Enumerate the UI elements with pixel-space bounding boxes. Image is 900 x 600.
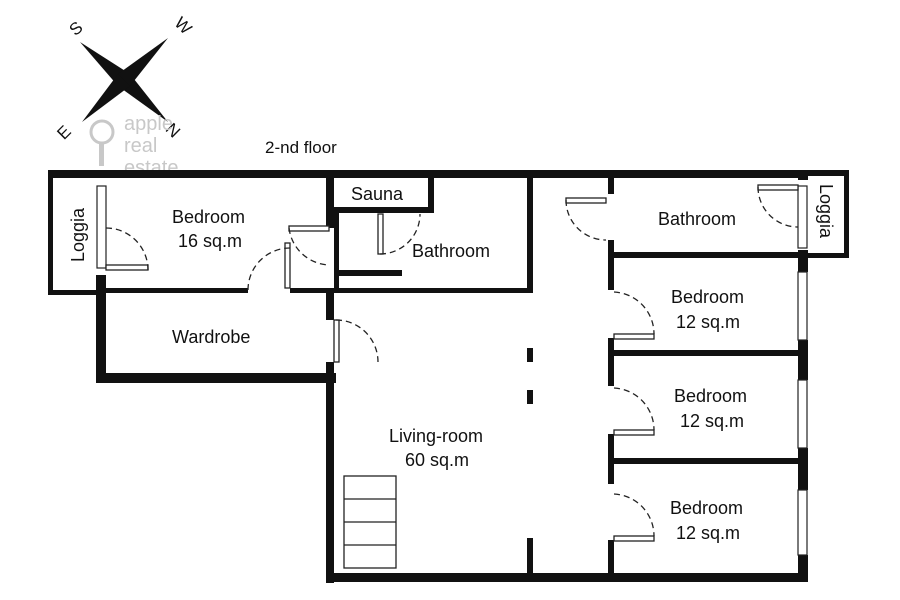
- wall-bedroom-wardrobe-1: [96, 288, 248, 293]
- label-bedroom-3-area: 12 sq.m: [680, 411, 744, 431]
- wall-loggia-left-bottom: [48, 290, 106, 295]
- label-bedroom-main-area: 16 sq.m: [178, 231, 242, 251]
- compass-south-label: S: [66, 18, 87, 40]
- door-bedroom-right-leaf: [288, 225, 330, 232]
- wall-loggia-left-left: [48, 170, 53, 294]
- wall-wardrobe-right: [326, 288, 334, 320]
- door-loggia-left-arc: [105, 227, 149, 271]
- wall-corridor-stub-2: [527, 390, 533, 404]
- wall-sauna-bottom: [334, 207, 434, 213]
- wall-corridor-left: [527, 178, 533, 293]
- wall-left-lower: [96, 275, 106, 383]
- compass-needle-ns-2: [118, 74, 168, 122]
- door-bedroom-3-arc: [613, 387, 655, 431]
- wall-right-rooms-left-2: [608, 240, 614, 290]
- wall-right-2: [798, 250, 808, 272]
- wall-right-divider-2: [608, 350, 808, 356]
- windows: [96, 185, 808, 556]
- wall-right-rooms-left-5: [608, 540, 614, 580]
- room-labels: Loggia Bedroom 16 sq.m Sauna Bathroom Wa…: [68, 184, 836, 543]
- wall-right-rooms-left-3: [608, 338, 614, 386]
- wall-right-1: [798, 170, 808, 180]
- compass-needle-we-2: [82, 74, 130, 122]
- wall-bathroom-center-left: [334, 213, 339, 293]
- wall-right-divider-1: [608, 252, 808, 258]
- stairs: [343, 475, 397, 569]
- label-living-room-area: 60 sq.m: [405, 450, 469, 470]
- door-wardrobe-leaf: [333, 319, 340, 363]
- door-loggia-left-leaf: [105, 264, 149, 271]
- window-bedroom-2: [797, 271, 808, 341]
- wall-living-left: [326, 373, 334, 583]
- wall-sauna-right: [428, 178, 434, 213]
- door-bedroom-3-leaf: [613, 429, 655, 436]
- wall-bottom: [326, 573, 806, 582]
- door-bedroom-2-leaf: [613, 333, 655, 340]
- wall-right-3: [798, 340, 808, 380]
- watermark-line-2: real: [124, 135, 157, 157]
- wall-corridor-stub-1: [527, 348, 533, 362]
- watermark-logo-icon: [89, 119, 115, 145]
- label-bedroom-4-name: Bedroom: [670, 498, 743, 518]
- label-living-room-name: Living-room: [389, 426, 483, 446]
- wall-bedroom-wardrobe-2: [290, 288, 530, 293]
- watermark-logo-stem: [99, 142, 104, 166]
- door-sauna-arc: [379, 213, 421, 255]
- wall-right-5: [798, 555, 808, 582]
- door-sauna-leaf: [377, 213, 384, 255]
- wall-right-divider-3: [608, 458, 808, 464]
- door-bedroom-4-arc: [613, 493, 655, 537]
- doors: [105, 184, 799, 542]
- door-bedroom-left-leaf: [284, 242, 291, 289]
- wall-top: [48, 170, 808, 178]
- label-wardrobe: Wardrobe: [172, 327, 250, 347]
- wall-loggia-right-right: [844, 170, 849, 258]
- window-bedroom-4: [797, 489, 808, 556]
- watermark: apple real estate: [89, 113, 178, 179]
- compass-needle-we: [118, 38, 168, 86]
- label-bedroom-main-name: Bedroom: [172, 207, 245, 227]
- wall-right-4: [798, 448, 808, 490]
- wall-loggia-right-top: [808, 170, 849, 176]
- label-sauna: Sauna: [351, 184, 404, 204]
- label-bedroom-2-area: 12 sq.m: [676, 312, 740, 332]
- wall-bedroom-left-right: [326, 178, 334, 228]
- door-bathroom-right-leaf: [757, 184, 799, 191]
- floor-title: 2-nd floor: [265, 138, 337, 157]
- door-bedroom-left-arc: [247, 247, 291, 291]
- door-bedroom-4-leaf: [613, 535, 655, 542]
- window-loggia-right: [797, 185, 808, 249]
- compass-west-label: W: [171, 13, 196, 38]
- window-bedroom-3: [797, 379, 808, 449]
- compass-east-label: E: [53, 122, 74, 143]
- wall-wardrobe-right-2: [326, 362, 334, 380]
- door-bedroom-2-arc: [613, 291, 655, 335]
- wall-bathroom-partition: [334, 270, 402, 276]
- walls: [48, 170, 849, 583]
- label-bathroom-right: Bathroom: [658, 209, 736, 229]
- label-loggia-left: Loggia: [68, 207, 88, 262]
- label-bedroom-4-area: 12 sq.m: [676, 523, 740, 543]
- wall-right-rooms-left-1: [608, 178, 614, 194]
- label-loggia-right: Loggia: [816, 184, 836, 239]
- door-wardrobe-arc: [335, 319, 379, 363]
- label-bathroom-center: Bathroom: [412, 241, 490, 261]
- window-loggia-left: [96, 185, 107, 269]
- door-corridor-arc: [565, 199, 607, 241]
- label-bedroom-3-name: Bedroom: [674, 386, 747, 406]
- wall-loggia-right-bottom: [808, 253, 849, 258]
- door-corridor-leaf: [565, 197, 607, 204]
- wall-wardrobe-bottom: [96, 373, 336, 383]
- door-bathroom-right-arc: [757, 186, 799, 228]
- wall-corridor-stub-3: [527, 538, 533, 578]
- label-bedroom-2-name: Bedroom: [671, 287, 744, 307]
- watermark-line-1: apple: [124, 113, 173, 135]
- door-bedroom-right-arc: [288, 227, 330, 266]
